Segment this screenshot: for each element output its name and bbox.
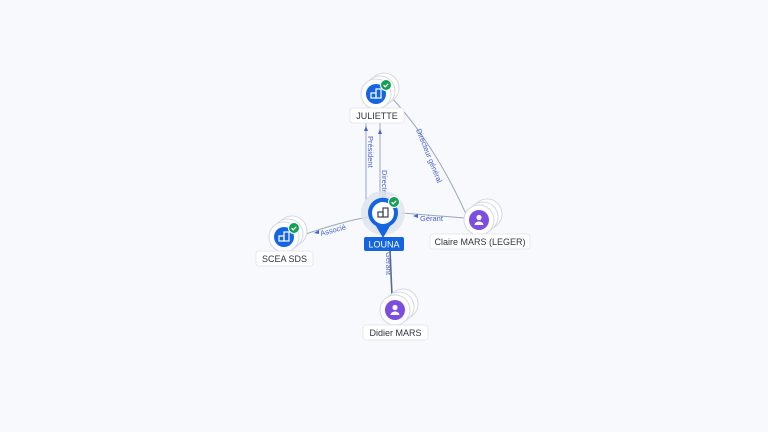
node-label-juliette: JULIETTE (356, 111, 398, 121)
node-juliette[interactable]: JULIETTE (349, 72, 405, 124)
node-label-claire-mars: Claire MARS (LEGER) (434, 237, 525, 247)
person-icon (390, 304, 400, 315)
edge-arrow (364, 126, 368, 131)
check-icon (380, 79, 392, 91)
edge-label-directeur-general: Directeur général (414, 127, 444, 184)
check-icon (388, 196, 400, 208)
building-icon (377, 207, 389, 218)
edge-claire-louna-gerant[interactable]: Gérant (401, 212, 466, 223)
edge-label-directeur: Directeur (380, 170, 389, 201)
check-icon (288, 222, 300, 234)
edge-arrow (413, 214, 418, 218)
node-scea-sds[interactable]: SCEA SDS (255, 215, 314, 267)
building-icon (370, 88, 382, 99)
node-label-louna: LOUNA (368, 240, 399, 250)
node-louna[interactable]: LOUNA (361, 191, 405, 251)
person-icon (474, 214, 484, 225)
edge-label-gerant-didier: Gérant (384, 252, 393, 276)
edge-label-gerant-claire: Gérant (420, 214, 444, 223)
node-label-scea-sds: SCEA SDS (262, 254, 307, 264)
edge-arrow (378, 129, 382, 134)
edge-label-associe: Associé (319, 222, 347, 237)
edge-label-president: Président (366, 136, 375, 169)
building-icon (278, 231, 290, 242)
edge-didier-louna-gerant[interactable]: Gérant (384, 249, 393, 297)
node-claire-mars[interactable]: Claire MARS (LEGER) (429, 198, 531, 250)
node-didier-mars[interactable]: Didier MARS (362, 288, 429, 341)
edge-louna-scea-associe[interactable]: Associé (299, 216, 369, 238)
node-label-didier-mars: Didier MARS (369, 328, 421, 338)
edge-arrow (314, 230, 319, 234)
main-node-badge (364, 237, 404, 251)
